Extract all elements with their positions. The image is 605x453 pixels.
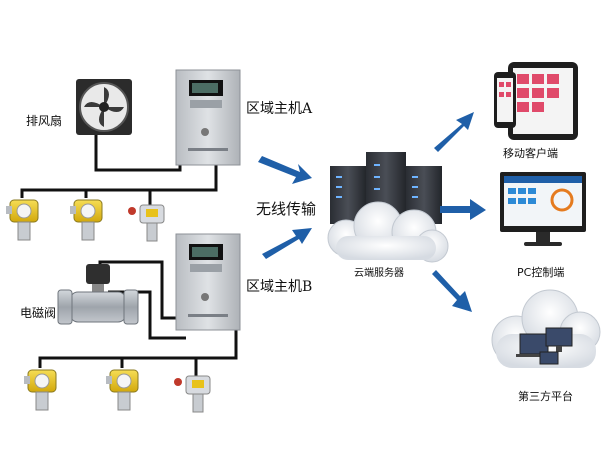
gas-detector [24,369,57,411]
third-party-label: 第三方平台 [518,390,573,403]
arrow-out-third-party [432,270,472,312]
pc-label: PC控制端 [517,266,565,279]
wire-detectors-a [20,165,218,198]
arrow-in-top [258,156,312,184]
host-a-label: 区域主机A [246,101,313,117]
gas-detector [174,375,211,413]
gas-detector [70,199,103,241]
arrow-out-mobile [434,112,474,152]
wireless-label: 无线传输 [256,200,317,218]
cloud-server-label: 云端服务器 [354,268,404,279]
host-b-cabinet [175,233,241,331]
solenoid-valve [57,264,139,325]
cloud-icon [327,201,449,263]
monitor-icon [500,172,586,246]
tablet-phone-icon [494,62,578,140]
laptop-icon [516,327,573,365]
gas-detector [128,204,165,242]
arrow-out-pc [440,199,486,220]
fan-icon [76,79,132,135]
wire-fan-host-a [94,135,182,172]
fan-label: 排风扇 [26,114,63,128]
wire-detectors-b [38,330,238,368]
arrow-in-bottom [262,228,312,259]
third-party-cloud [491,289,601,368]
valve-label: 电磁阀 [20,306,57,320]
gas-detector [6,199,39,241]
gas-detector [106,369,139,411]
mobile-label: 移动客户端 [503,147,558,160]
host-b-label: 区域主机B [246,279,313,295]
host-a-cabinet [175,69,241,166]
